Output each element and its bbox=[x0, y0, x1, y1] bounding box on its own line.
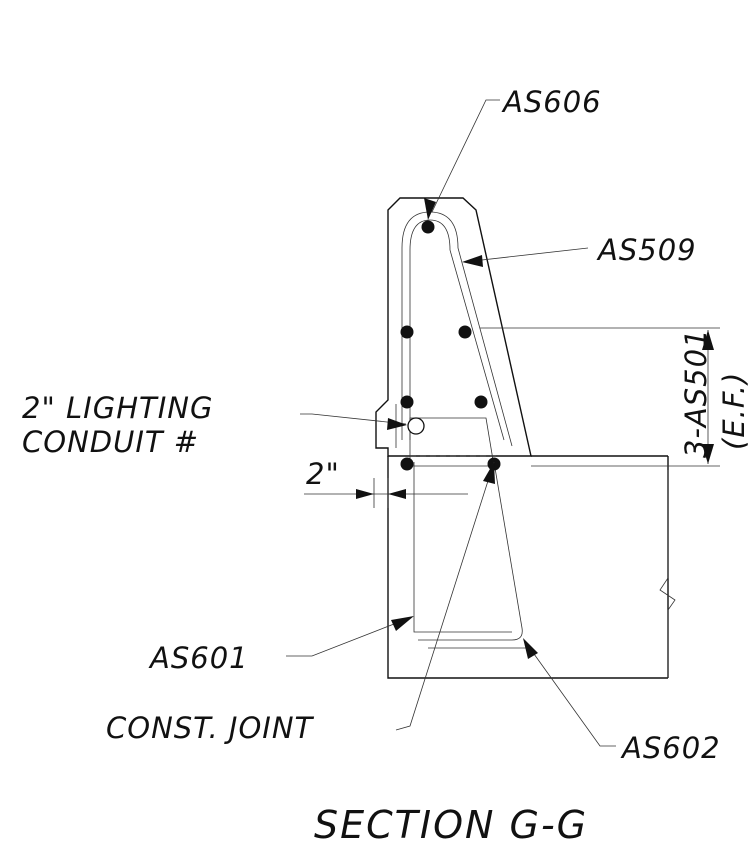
leader-as606 bbox=[431, 99, 500, 213]
rebar-dot bbox=[474, 395, 488, 409]
rebar-inner-face bbox=[409, 219, 505, 441]
leader-conduit bbox=[300, 413, 407, 425]
leader-as602 bbox=[523, 639, 616, 747]
barrier-outline bbox=[375, 197, 532, 457]
label-dim-2in: 2" bbox=[306, 457, 340, 491]
rebar-dot bbox=[458, 325, 472, 339]
label-as501: 3-AS501 bbox=[679, 328, 713, 458]
leader-as601-arrow bbox=[391, 616, 414, 631]
leader-as601 bbox=[286, 616, 413, 657]
leader-as602-arrow bbox=[523, 638, 538, 659]
label-conduit-line2: CONDUIT # bbox=[22, 425, 199, 459]
rebar-as601 bbox=[413, 462, 512, 633]
leader-as509 bbox=[463, 247, 589, 263]
leader-const-joint bbox=[395, 461, 495, 731]
rebar-as602 bbox=[418, 461, 523, 641]
rebar-dot bbox=[400, 325, 414, 339]
label-const-joint: CONST. JOINT bbox=[106, 711, 315, 745]
rebar-dot bbox=[400, 457, 414, 471]
leader-as606-arrow bbox=[424, 198, 436, 220]
label-as602: AS602 bbox=[620, 731, 721, 765]
label-conduit-line1: 2" LIGHTING bbox=[22, 391, 213, 425]
label-as601: AS601 bbox=[148, 641, 249, 675]
rebar-dot bbox=[421, 220, 435, 234]
break-symbol bbox=[659, 470, 676, 678]
leader-conduit-arrow bbox=[387, 418, 407, 430]
leader-const-joint-arrow bbox=[483, 462, 495, 484]
label-ef: (E.F.) bbox=[717, 372, 751, 450]
label-as509: AS509 bbox=[596, 233, 697, 267]
dim-2in-arrow-left bbox=[356, 489, 374, 499]
dim-2in-arrow-right bbox=[388, 489, 406, 499]
lighting-conduit bbox=[407, 417, 425, 435]
dim-arrow-top bbox=[702, 330, 714, 350]
leader-as509-arrow bbox=[462, 255, 483, 267]
section-title: SECTION G-G bbox=[314, 803, 588, 845]
rebar-dot bbox=[400, 395, 414, 409]
label-as606: AS606 bbox=[501, 85, 602, 119]
dim-arrow-bottom bbox=[702, 444, 714, 464]
